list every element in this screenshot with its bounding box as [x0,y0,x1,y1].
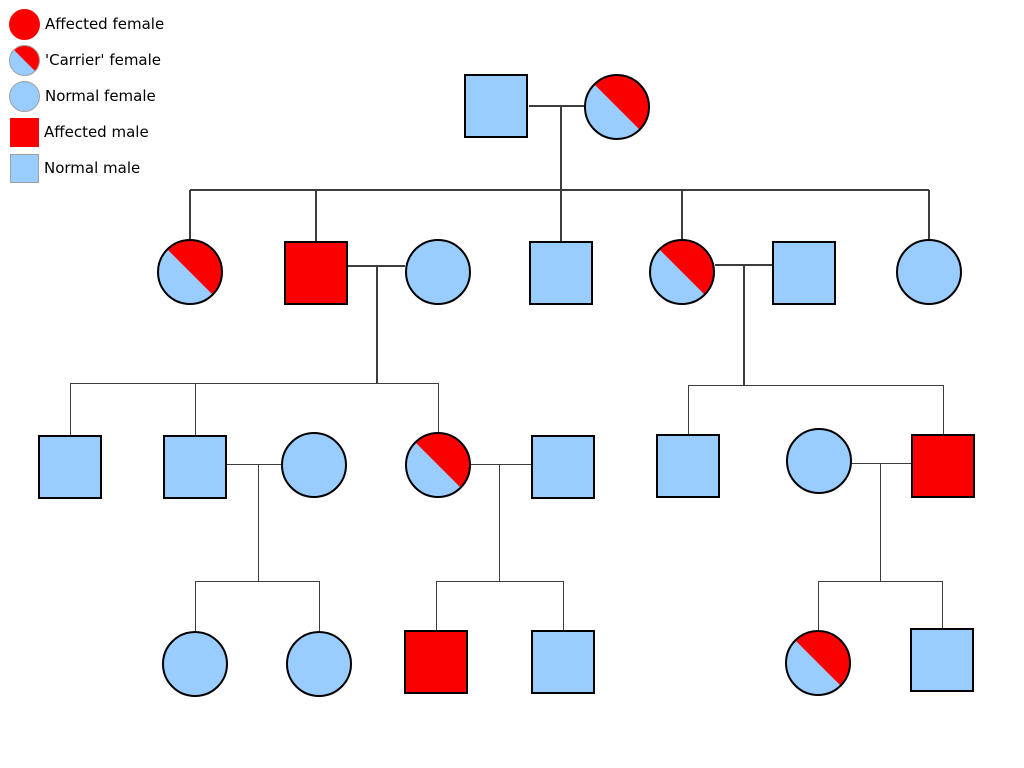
connector-line [941,581,943,628]
pedigree-node-normal-male [529,241,593,305]
connector-line [315,190,317,241]
pedigree-node-normal-male [910,628,974,692]
pedigree-node-normal-female [896,239,962,305]
affected-male-swatch-icon [10,117,39,147]
pedigree-node-carrier-female [649,239,715,305]
pedigree-node-carrier-female [157,239,223,305]
legend-item: Normal female [9,80,164,112]
pedigree-node-affected-male [284,241,348,305]
legend-item-label: Affected male [44,123,149,141]
pedigree-node-normal-male [163,435,227,499]
connector-line [852,462,911,464]
connector-line [70,382,438,384]
connector-line [189,190,191,240]
pedigree-node-carrier-female [785,630,851,696]
pedigree-node-normal-male [531,630,595,694]
connector-line [688,384,943,386]
pedigree-node-affected-male [404,630,468,694]
pedigree-node-normal-female [162,631,228,697]
connector-line [437,383,439,432]
connector-line [942,385,944,434]
connector-line [318,581,320,631]
pedigree-node-normal-male [531,435,595,499]
connector-line [227,463,281,465]
pedigree-node-normal-female [281,432,347,498]
connector-line [471,463,531,465]
connector-line [69,383,71,435]
pedigree-node-carrier-female [405,432,471,498]
pedigree-node-normal-male [38,435,102,499]
pedigree-node-affected-male [911,434,975,498]
connector-line [190,189,929,191]
normal-female-swatch-icon [9,80,40,112]
connector-line [529,105,584,107]
pedigree-node-normal-female [405,239,471,305]
connector-line [687,385,689,434]
connector-line [681,190,683,240]
connector-line [560,190,562,241]
legend-item-label: Affected female [45,15,165,33]
affected-female-swatch-icon [9,8,40,40]
legend-item: 'Carrier' female [9,44,164,76]
connector-line [562,581,564,630]
pedigree-node-normal-male [772,241,836,305]
connector-line [195,580,319,582]
connector-line [928,190,930,240]
connector-line [435,581,437,630]
connector-line [818,580,942,582]
pedigree-node-normal-female [786,428,852,494]
normal-male-swatch-icon [10,153,39,183]
connector-line [436,580,563,582]
connector-line [817,581,819,630]
connector-line [194,581,196,631]
legend-item: Affected female [9,8,164,40]
connector-line [743,265,745,385]
pedigree-node-normal-male [464,74,528,138]
pedigree-node-normal-male [656,434,720,498]
connector-line [560,106,562,190]
pedigree-node-normal-female [286,631,352,697]
carrier-female-swatch-icon [9,44,40,76]
legend-item-label: Normal female [45,87,156,105]
legend-item: Affected male [9,116,164,148]
legend-item: Normal male [9,152,164,184]
connector-line [257,464,259,581]
connector-line [194,383,196,435]
legend-item-label: Normal male [44,159,141,177]
connector-line [879,463,881,581]
connector-line [376,266,378,383]
connector-line [498,464,500,581]
legend-item-label: 'Carrier' female [45,51,162,69]
pedigree-node-carrier-female [584,74,650,140]
